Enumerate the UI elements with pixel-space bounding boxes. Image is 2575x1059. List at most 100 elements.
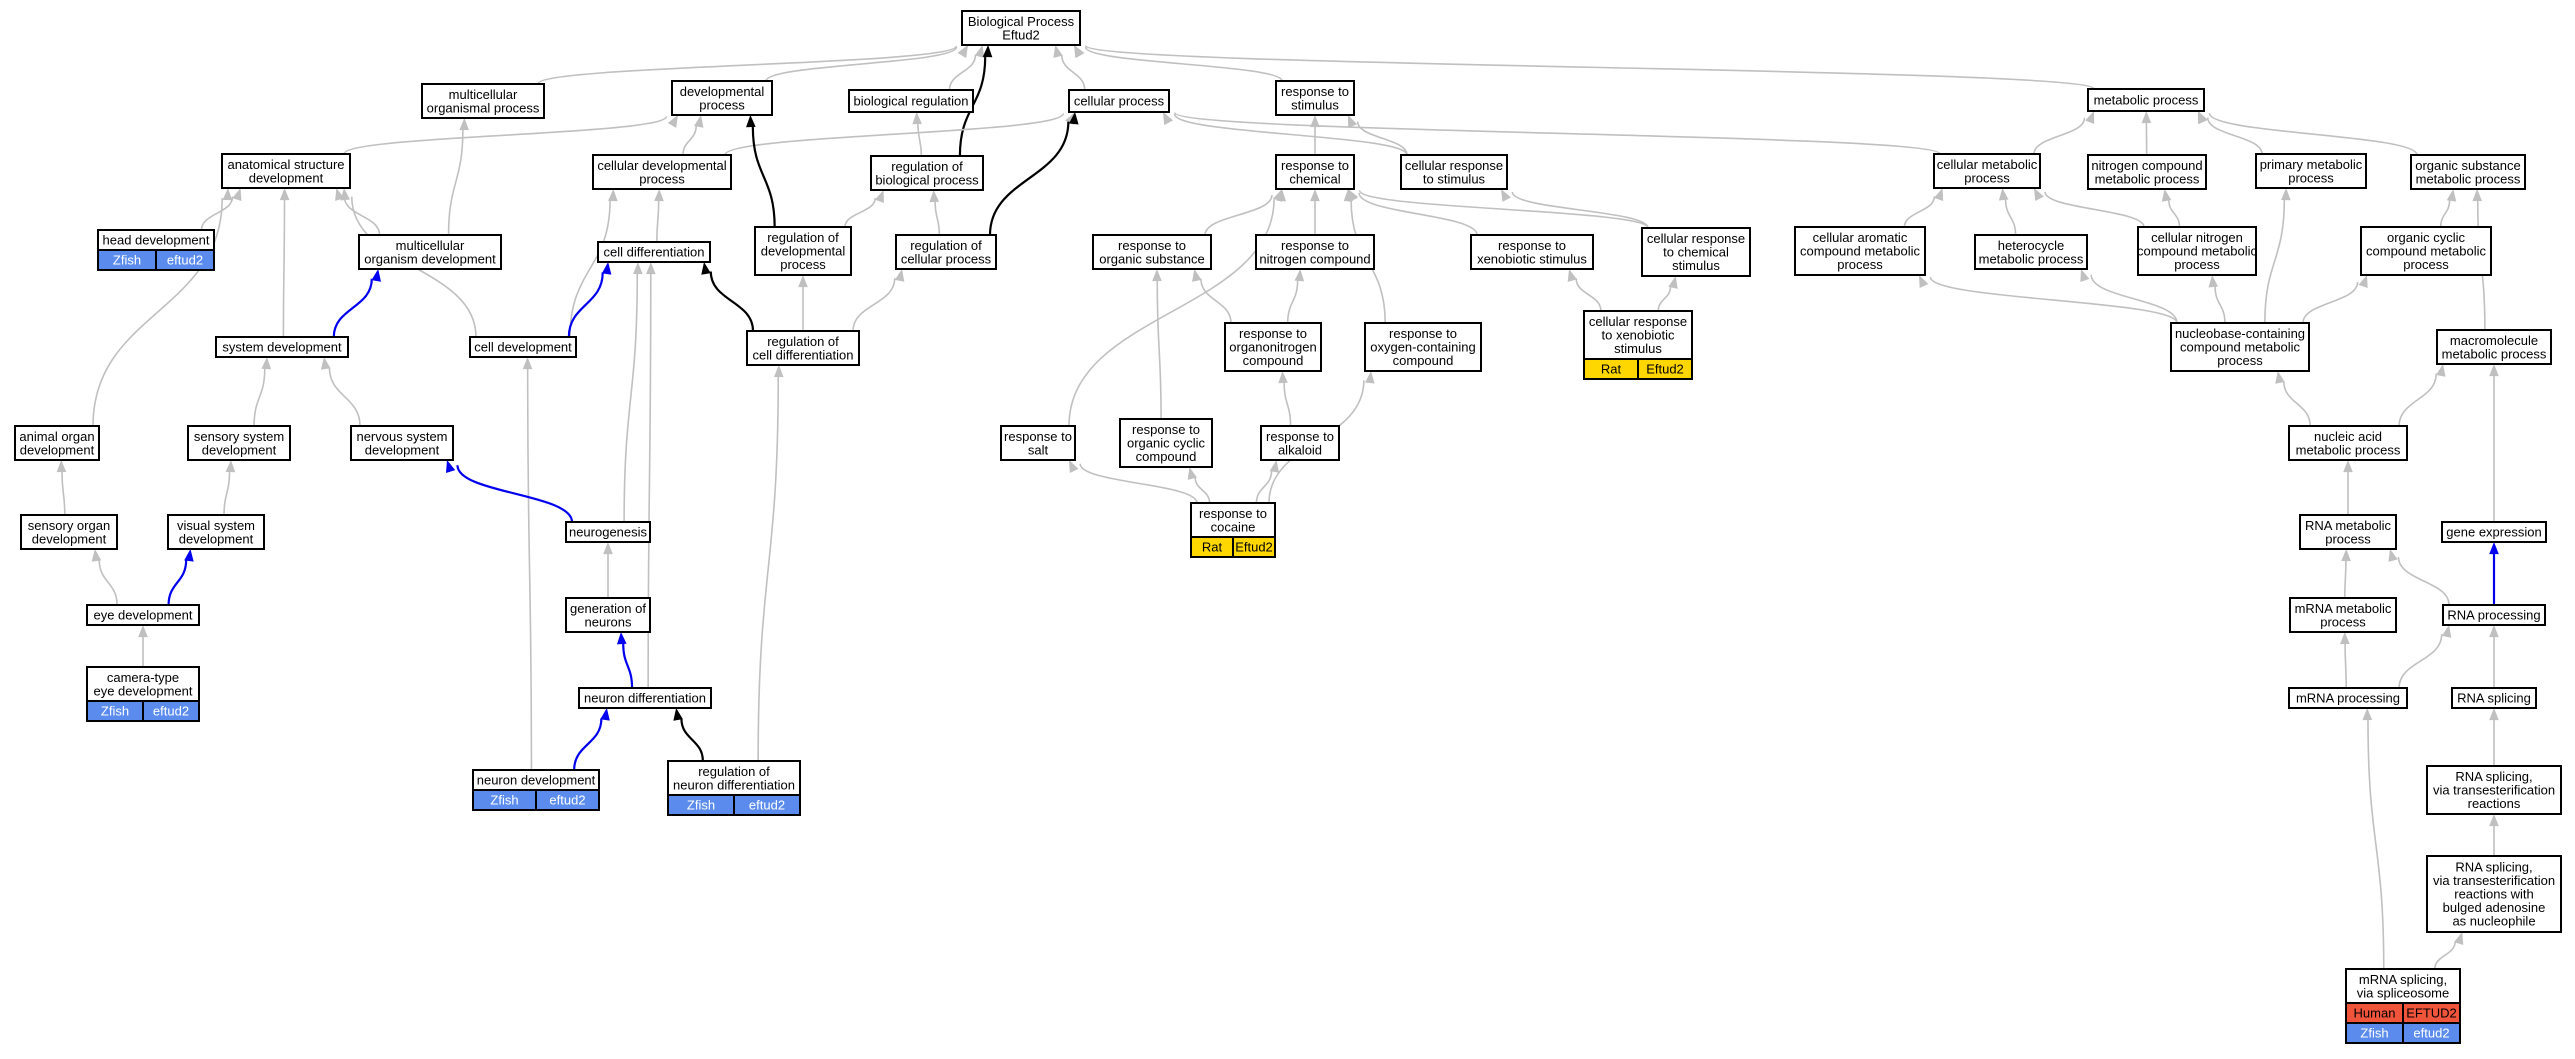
term-box bbox=[86, 604, 200, 626]
go-term-sys-dev[interactable]: system development bbox=[215, 336, 349, 358]
edge-line bbox=[917, 123, 923, 157]
edge-line bbox=[2214, 286, 2226, 324]
edge-line bbox=[765, 46, 958, 82]
edge-cell-proc-to-bp bbox=[1053, 45, 1086, 91]
edge-line bbox=[2397, 556, 2450, 606]
go-term-metab-proc[interactable]: metabolic process bbox=[2087, 88, 2205, 112]
term-box bbox=[1119, 418, 1213, 468]
term-box bbox=[1364, 322, 1482, 372]
go-term-gene-expr[interactable]: gene expression bbox=[2441, 521, 2547, 543]
edge-arrowhead bbox=[1310, 115, 1320, 128]
edge-line bbox=[253, 368, 266, 427]
term-label-line: neuron differentiation bbox=[673, 777, 795, 792]
go-term-rna-splicing-bulged[interactable]: RNA splicing,via transesterificationreac… bbox=[2426, 855, 2562, 933]
term-label-line: sensory system bbox=[194, 429, 284, 444]
term-label-line: organic cyclic bbox=[1127, 436, 1206, 451]
term-label-line: stimulus bbox=[1291, 97, 1339, 112]
edge-arrowhead bbox=[646, 262, 656, 275]
go-term-cell-diff[interactable]: cell differentiation bbox=[597, 241, 711, 263]
term-box bbox=[2170, 322, 2310, 372]
go-term-eye-dev[interactable]: eye development bbox=[86, 604, 200, 626]
edge-org-cyclic-to-org-sub-metab bbox=[2439, 189, 2457, 228]
edge-cell-arom-to-cell-metab bbox=[1903, 188, 1944, 228]
term-box bbox=[1224, 322, 1322, 372]
edge-line bbox=[2264, 199, 2286, 324]
go-term-neuron-diff[interactable]: neuron differentiation bbox=[578, 687, 712, 709]
go-term-bio-reg[interactable]: biological regulation bbox=[848, 89, 974, 113]
go-term-rna-splicing-trans[interactable]: RNA splicing,via transesterificationreac… bbox=[2426, 765, 2562, 815]
go-term-cell-proc[interactable]: cellular process bbox=[1068, 89, 1170, 113]
go-term-rna-splicing[interactable]: RNA splicing bbox=[2451, 687, 2537, 709]
term-label-line: eye development bbox=[93, 683, 192, 698]
edge-cell-dev-proc-to-cell-proc bbox=[724, 112, 1075, 156]
edge-line bbox=[2044, 191, 2145, 228]
go-term-neurogenesis[interactable]: neurogenesis bbox=[565, 521, 651, 543]
go-term-rna-proc[interactable]: RNA processing bbox=[2442, 604, 2546, 626]
edge-resp-cocaine-to-resp-org-cyclic bbox=[1187, 467, 1211, 504]
go-term-mrna-proc[interactable]: mRNA processing bbox=[2288, 687, 2408, 709]
edge-line bbox=[282, 199, 286, 338]
edge-arrowhead bbox=[1919, 275, 1929, 288]
go-term-cell-dev[interactable]: cell development bbox=[469, 336, 577, 358]
term-label-line: biological regulation bbox=[854, 94, 969, 109]
term-label-line: neurons bbox=[585, 614, 632, 629]
edge-arrowhead bbox=[2489, 542, 2499, 555]
edge-line bbox=[332, 278, 373, 338]
edge-line bbox=[1286, 280, 1299, 324]
edge-arrowhead bbox=[2141, 111, 2152, 124]
term-label-line: RNA metabolic bbox=[2305, 518, 2391, 533]
term-label-line: mRNA splicing, bbox=[2359, 972, 2447, 987]
edge-arrowhead bbox=[1069, 460, 1079, 473]
edge-neurogenesis-to-cell-diff bbox=[623, 262, 643, 523]
term-box bbox=[167, 514, 265, 550]
